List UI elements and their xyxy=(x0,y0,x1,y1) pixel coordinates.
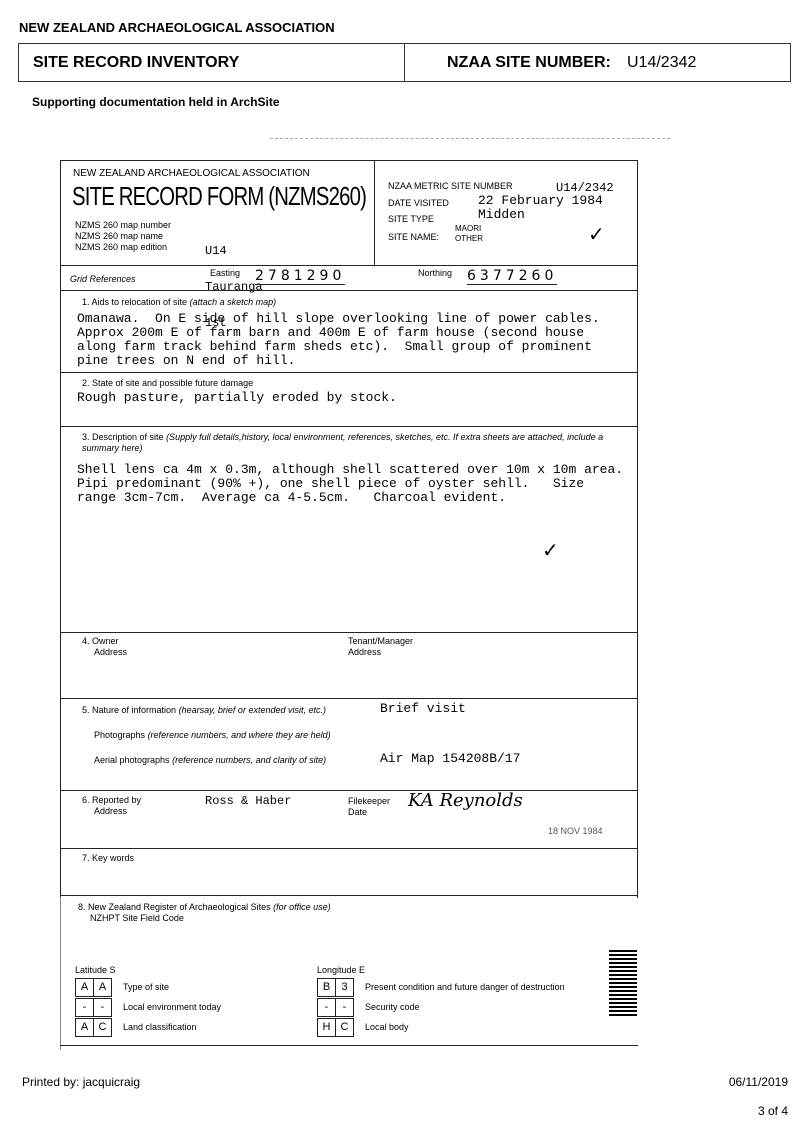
code-cell: C xyxy=(335,1018,354,1037)
name-other: OTHER xyxy=(455,234,483,243)
s5-label: 5. Nature of information xyxy=(82,705,177,715)
map-number-label: NZMS 260 map number xyxy=(75,220,172,230)
code-cell: A xyxy=(75,978,94,997)
site-number-label: NZAA SITE NUMBER: xyxy=(447,54,611,71)
s3-text: Shell lens ca 4m x 0.3m, although shell … xyxy=(77,462,624,505)
s5-hint: (hearsay, brief or extended visit, etc.) xyxy=(178,705,326,715)
latitude-label: Latitude S xyxy=(75,965,116,975)
map-number: U14 xyxy=(205,244,227,258)
code-label: Security code xyxy=(365,1002,420,1012)
check-mark-icon: ✓ xyxy=(542,540,559,562)
site-record-form xyxy=(60,160,638,898)
s5-value: Brief visit xyxy=(380,701,466,716)
code-label: Present condition and future danger of d… xyxy=(365,982,565,992)
code-cell: C xyxy=(93,1018,112,1037)
map-name-label: NZMS 260 map name xyxy=(75,231,164,241)
inventory-title: SITE RECORD INVENTORY xyxy=(33,54,240,71)
printed-by: Printed by: jacquicraig xyxy=(22,1075,141,1089)
form-title: SITE RECORD FORM (NZMS260) xyxy=(72,181,367,211)
s2-label: 2. State of site and possible future dam… xyxy=(82,378,254,388)
tenant-label: Tenant/Manager xyxy=(348,636,414,646)
photos-label: Photographs xyxy=(94,730,146,740)
name-maori: MAORI xyxy=(455,224,482,233)
code-cell: 3 xyxy=(335,978,354,997)
s2-text: Rough pasture, partially eroded by stock… xyxy=(77,390,397,405)
map-edition-label: NZMS 260 map edition xyxy=(75,242,168,252)
aerial-value: Air Map 154208B/17 xyxy=(380,751,521,766)
aerial-hint: (reference numbers, and clarity of site) xyxy=(172,755,327,765)
s8-label: 8. New Zealand Register of Archaeologica… xyxy=(78,902,271,912)
date-stamp: 18 NOV 1984 xyxy=(548,826,603,836)
check-mark-icon: ✓ xyxy=(588,224,605,246)
form-org: NEW ZEALAND ARCHAEOLOGICAL ASSOCIATION xyxy=(73,168,310,179)
s8-code-label: NZHPT Site Field Code xyxy=(90,913,184,923)
s8-hint: (for office use) xyxy=(273,902,331,912)
code-label: Type of site xyxy=(123,982,170,992)
easting-value: 2781290 xyxy=(255,268,346,285)
s1-hint: (attach a sketch map) xyxy=(189,297,277,307)
s6-label: 6. Reported by xyxy=(82,795,142,805)
inventory-table: SITE RECORD INVENTORY NZAA SITE NUMBER: … xyxy=(18,43,791,82)
metric-label: NZAA METRIC SITE NUMBER xyxy=(388,181,513,191)
page-number: 3 of 4 xyxy=(757,1104,788,1118)
code-label: Land classification xyxy=(123,1022,197,1032)
date2-label: Date xyxy=(348,807,368,817)
owner-label: 4. Owner xyxy=(82,636,119,646)
code-cell: - xyxy=(317,998,336,1017)
s6-address-label: Address xyxy=(94,806,128,816)
code-cell: - xyxy=(75,998,94,1017)
s1-text: Omanawa. On E side of hill slope overloo… xyxy=(77,311,600,368)
longitude-label: Longitude E xyxy=(317,965,366,975)
photos-hint: (reference numbers, and where they are h… xyxy=(147,730,331,740)
s1-label: 1. Aids to relocation of site xyxy=(82,297,188,307)
s3-label: 3. Description of site xyxy=(82,432,164,442)
printed-date: 06/11/2019 xyxy=(728,1075,788,1089)
map-edition: 1st xyxy=(205,316,227,330)
code-label: Local environment today xyxy=(123,1002,222,1012)
filekeeper-signature: KA Reynolds xyxy=(408,790,523,811)
code-cell: - xyxy=(335,998,354,1017)
tenant-address-label: Address xyxy=(348,647,382,657)
date-label: DATE VISITED xyxy=(388,198,449,208)
name-label: SITE NAME: xyxy=(388,232,440,242)
site-type: Midden xyxy=(478,207,525,222)
code-cell: - xyxy=(93,998,112,1017)
date-visited: 22 February 1984 xyxy=(478,193,603,208)
northing-value: 6377260 xyxy=(467,268,558,285)
code-cell: A xyxy=(93,978,112,997)
reported-by: Ross & Haber xyxy=(205,794,292,808)
barcode-icon xyxy=(609,950,637,1018)
easting-label: Easting xyxy=(210,268,241,278)
org-header: NEW ZEALAND ARCHAEOLOGICAL ASSOCIATION xyxy=(19,20,335,35)
code-cell: H xyxy=(317,1018,336,1037)
map-name: Tauranga xyxy=(205,280,263,294)
s3-hint: (Supply full details,history, local envi… xyxy=(82,432,604,453)
grid-label: Grid References xyxy=(70,274,136,284)
northing-label: Northing xyxy=(418,268,453,278)
code-cell: B xyxy=(317,978,336,997)
s7-label: 7. Key words xyxy=(82,853,135,863)
site-number: U14/2342 xyxy=(627,54,697,71)
owner-address-label: Address xyxy=(94,647,128,657)
aerial-label: Aerial photographs xyxy=(94,755,170,765)
supporting-doc: Supporting documentation held in ArchSit… xyxy=(32,95,280,109)
filekeeper-label: Filekeeper xyxy=(348,796,391,806)
metric-number: U14/2342 xyxy=(556,181,614,195)
type-label: SITE TYPE xyxy=(388,214,434,224)
code-label: Local body xyxy=(365,1022,409,1032)
code-cell: A xyxy=(75,1018,94,1037)
